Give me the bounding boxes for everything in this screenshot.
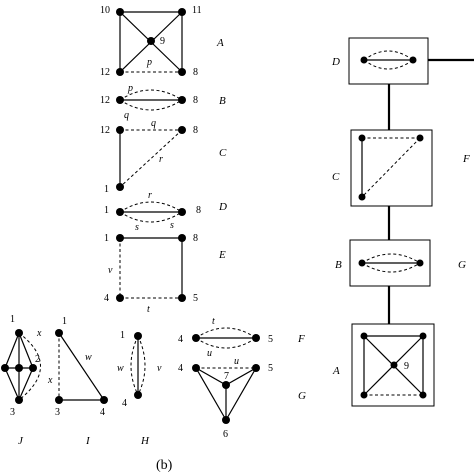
graph-label-h: H: [140, 435, 150, 447]
edge-label: q: [124, 110, 129, 121]
graph-label-i: I: [85, 435, 91, 447]
vertex-label: 4: [104, 293, 109, 304]
vertex-label: 8: [193, 233, 198, 244]
edge-label: t: [212, 316, 215, 327]
vertex-label: 3: [55, 407, 60, 418]
vertex-label: 9: [160, 36, 165, 47]
vertex-label: 1: [104, 184, 109, 195]
vertex-label: 11: [192, 5, 202, 16]
vertex-label: 8: [193, 125, 198, 136]
graph-label-c: C: [219, 147, 227, 159]
graph-i: 1 3 4 w x I: [47, 316, 108, 447]
vertex-label: 7: [224, 371, 229, 382]
edge-label: r: [159, 154, 163, 165]
edge-label: p: [146, 57, 152, 68]
edge-label: v: [108, 265, 113, 276]
tree-label-a: A: [332, 365, 340, 377]
vertex-label: 1: [104, 233, 109, 244]
edge-label: x: [47, 375, 53, 386]
vertex-label: 1: [104, 205, 109, 216]
graph-j: 1 2 3 x J: [1, 314, 42, 447]
graph-label-a: A: [216, 37, 224, 49]
edge-label: u: [234, 356, 239, 367]
vertex-label: 4: [100, 407, 105, 418]
edge-label: r: [148, 190, 152, 201]
vertex-label: 4: [178, 363, 183, 374]
vertex-label: 8: [193, 67, 198, 78]
vertex-label: 12: [100, 125, 110, 136]
graph-label-d: D: [218, 201, 227, 213]
vertex-label: 5: [193, 293, 198, 304]
vertex-label: 12: [100, 67, 110, 78]
graph-label-b: B: [219, 95, 226, 107]
vertex-label: 9: [404, 361, 409, 372]
vertex-label: 4: [178, 334, 183, 345]
graph-e: 1 8 4 5 v t E: [104, 233, 226, 315]
graph-label-e: E: [218, 249, 226, 261]
tree-label-d: D: [331, 56, 340, 68]
graph-label-g: G: [298, 390, 306, 402]
edge-label: q: [151, 118, 156, 129]
tree-label-b: B: [335, 259, 342, 271]
vertex-label: 10: [100, 5, 110, 16]
graph-g: 4 5 7 6 u G: [178, 356, 306, 440]
edge-label: v: [157, 363, 162, 374]
vertex-label: 8: [193, 95, 198, 106]
graph-h: 1 4 w v H: [117, 330, 162, 447]
tree-label-c: C: [332, 171, 340, 183]
vertex-label: 1: [120, 330, 125, 341]
edge-label: u: [207, 348, 212, 359]
vertex-label: 5: [268, 363, 273, 374]
graph-b: 12 8 p q B: [100, 83, 226, 121]
graph-label-f: F: [297, 333, 305, 345]
figure-caption: (b): [156, 458, 173, 473]
vertex-label: 5: [268, 334, 273, 345]
tree-node-a: 9 A: [332, 323, 435, 407]
graph-f: 4 5 t u F: [178, 316, 305, 359]
tree-node-b: B G: [335, 239, 466, 287]
edge-label: p: [127, 83, 133, 94]
edge-label: s: [170, 220, 174, 231]
vertex-label: 8: [196, 205, 201, 216]
graph-c: 12 8 1 q r C: [100, 118, 227, 195]
vertex-label: 3: [10, 407, 15, 418]
vertex-label: 12: [100, 95, 110, 106]
vertex-label: 4: [122, 398, 127, 409]
edge-label: s: [135, 222, 139, 233]
vertex-label: 6: [223, 429, 228, 440]
edge-label: x: [36, 328, 42, 339]
tree-side-label-g: G: [458, 259, 466, 271]
graph-label-j: J: [18, 435, 24, 447]
edge-label: w: [85, 352, 92, 363]
decomposition-tree: D C F B G: [331, 37, 474, 407]
graph-d: 1 8 r s s D: [104, 190, 227, 233]
graph-a: 10 11 9 12 8 p A: [100, 5, 224, 78]
tree-side-label-f: F: [462, 153, 470, 165]
edge-label: w: [117, 363, 124, 374]
edge-label: t: [147, 304, 150, 315]
vertex-label: 2: [35, 354, 40, 365]
tree-node-d: D: [331, 37, 429, 85]
vertex-label: 1: [62, 316, 67, 327]
vertex-label: 1: [10, 314, 15, 325]
tree-node-c: C F: [332, 129, 470, 207]
